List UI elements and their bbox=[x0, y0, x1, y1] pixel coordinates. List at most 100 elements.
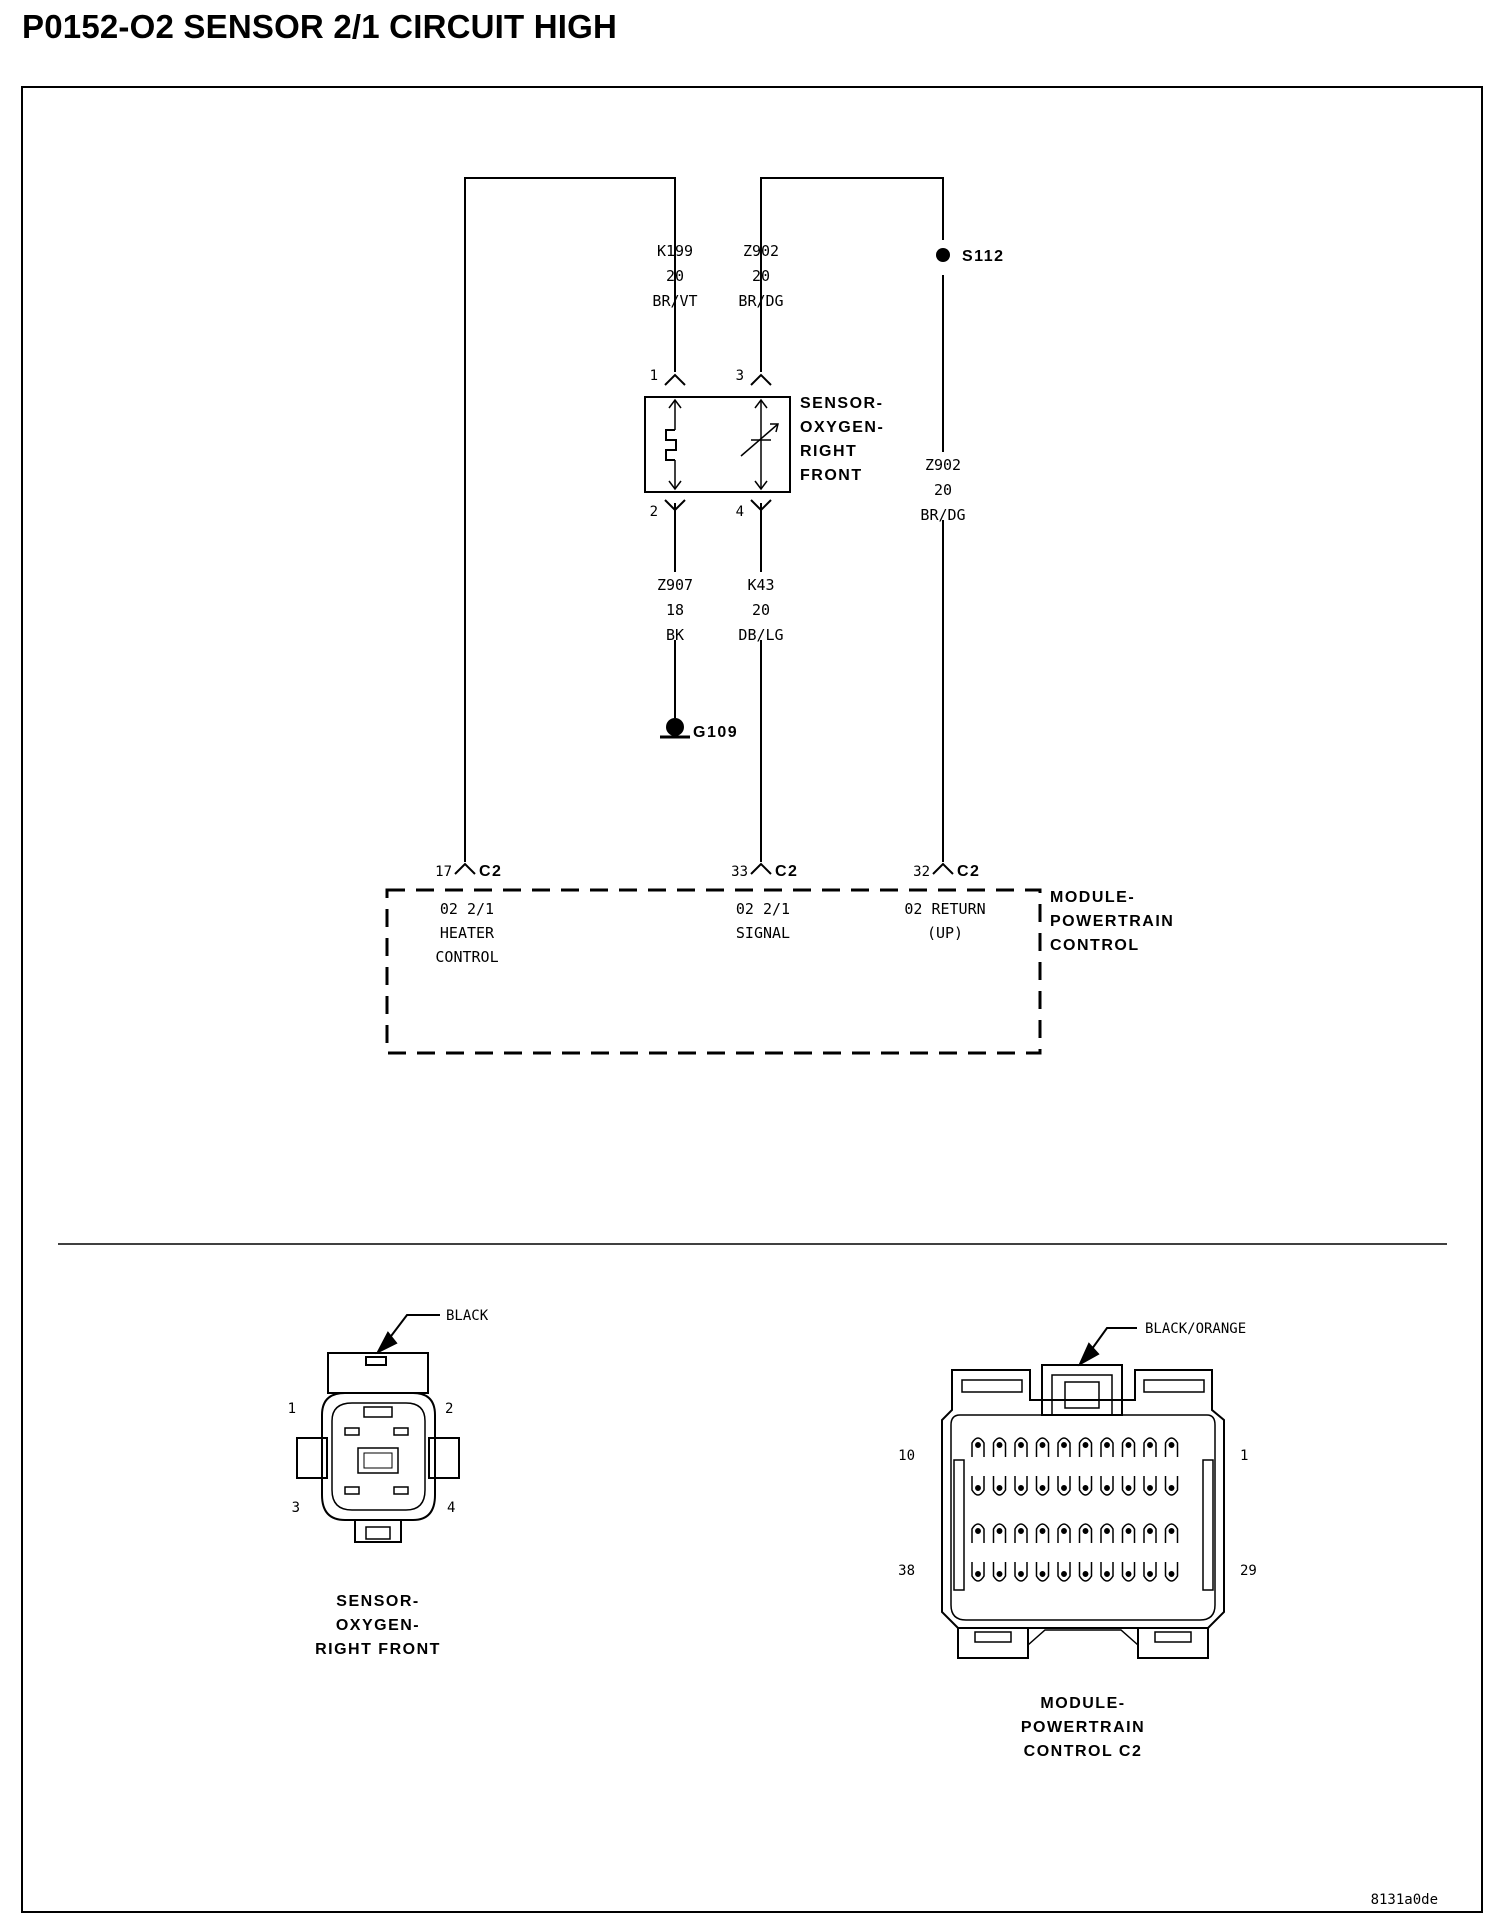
terminal-pin-icon bbox=[1104, 1571, 1110, 1577]
svg-text:BK: BK bbox=[666, 626, 684, 644]
terminal-cavity-icon bbox=[1078, 1476, 1093, 1496]
terminal-pin-icon bbox=[1039, 1442, 1046, 1448]
svg-text:OXYGEN-: OXYGEN- bbox=[336, 1617, 420, 1634]
terminal-cavity-icon bbox=[1057, 1437, 1071, 1457]
svg-text:Z907: Z907 bbox=[657, 576, 693, 594]
ground-g109-icon: G109 bbox=[660, 718, 738, 741]
svg-text:32: 32 bbox=[913, 864, 930, 880]
terminal-cavity-icon bbox=[1121, 1437, 1136, 1457]
terminal-pin-icon bbox=[975, 1571, 981, 1577]
terminal-cavity-icon bbox=[1100, 1476, 1114, 1496]
svg-text:1: 1 bbox=[1240, 1448, 1248, 1464]
svg-text:3: 3 bbox=[736, 368, 744, 384]
terminal-cavity-icon bbox=[1164, 1562, 1179, 1582]
wire-z902-sensor bbox=[760, 177, 944, 372]
terminal-pin-icon bbox=[1082, 1571, 1089, 1577]
wire-label-k199: K199 20 BR/VT bbox=[652, 242, 697, 310]
terminal-pin-icon bbox=[996, 1528, 1003, 1534]
svg-text:10: 10 bbox=[898, 1448, 915, 1464]
terminal-cavity-icon bbox=[1078, 1437, 1093, 1457]
terminal-cavity-icon bbox=[1014, 1476, 1028, 1496]
terminal-pin-icon bbox=[1125, 1528, 1132, 1534]
terminal-cavity-icon bbox=[971, 1523, 985, 1543]
svg-text:CONTROL C2: CONTROL C2 bbox=[1024, 1743, 1143, 1760]
terminal-cavity-icon bbox=[1035, 1523, 1050, 1543]
terminal-pin-icon bbox=[1082, 1528, 1089, 1534]
svg-text:02 2/1: 02 2/1 bbox=[736, 900, 790, 918]
svg-text:SENSOR-: SENSOR- bbox=[336, 1593, 419, 1610]
terminal-pin-icon bbox=[1061, 1528, 1067, 1534]
terminal-cavity-icon bbox=[1078, 1562, 1093, 1582]
terminal-cavity-icon bbox=[1057, 1562, 1071, 1582]
svg-text:BR/DG: BR/DG bbox=[738, 292, 783, 310]
svg-text:FRONT: FRONT bbox=[800, 467, 863, 484]
svg-text:CONTROL: CONTROL bbox=[435, 948, 498, 966]
powertrain-control-module: 17 C2 33 C2 32 C2 02 2/1 HEATER CONTROL … bbox=[385, 862, 1173, 1055]
terminal-pin-icon bbox=[996, 1442, 1003, 1448]
terminal-cavity-icon bbox=[1078, 1523, 1093, 1543]
terminal-cavity-icon bbox=[1014, 1437, 1028, 1457]
terminal-pin-icon bbox=[1147, 1442, 1153, 1448]
svg-text:17: 17 bbox=[435, 864, 452, 880]
terminal-pin-icon bbox=[975, 1442, 981, 1448]
svg-text:BR/VT: BR/VT bbox=[652, 292, 697, 310]
terminal-pin-icon bbox=[1039, 1571, 1046, 1577]
svg-text:K199: K199 bbox=[657, 242, 693, 260]
terminal-pin-icon bbox=[1168, 1528, 1175, 1534]
svg-text:RIGHT: RIGHT bbox=[800, 443, 857, 460]
pcm-c2-connector-view: BLACK/ORANGE 10 1 38 29 MODULE- POWERTRA… bbox=[898, 1321, 1257, 1760]
svg-text:02 2/1: 02 2/1 bbox=[440, 900, 494, 918]
sensor-connector-view: BLACK 1 2 3 4 SENSOR- OXYGEN- RIGHT FRON… bbox=[288, 1308, 489, 1658]
svg-text:20: 20 bbox=[752, 267, 770, 285]
diagram-frame bbox=[21, 86, 1483, 1913]
terminal-pin-icon bbox=[1168, 1571, 1175, 1577]
splice-s112: S112 bbox=[936, 248, 1004, 265]
svg-text:HEATER: HEATER bbox=[440, 924, 495, 942]
svg-text:C2: C2 bbox=[775, 863, 798, 880]
wire-label-k43: K43 20 DB/LG bbox=[735, 572, 787, 644]
terminal-pin-icon bbox=[1168, 1485, 1175, 1491]
svg-text:20: 20 bbox=[752, 601, 770, 619]
terminal-cavity-icon bbox=[1143, 1523, 1157, 1543]
terminal-pin-icon bbox=[1147, 1571, 1153, 1577]
terminal-cavity-icon bbox=[971, 1437, 985, 1457]
svg-text:29: 29 bbox=[1240, 1563, 1257, 1579]
svg-text:K43: K43 bbox=[747, 576, 774, 594]
terminal-pin-icon bbox=[1104, 1442, 1110, 1448]
terminal-cavity-icon bbox=[1035, 1476, 1050, 1496]
svg-text:S112: S112 bbox=[962, 248, 1004, 265]
svg-text:G109: G109 bbox=[693, 724, 738, 741]
svg-text:C2: C2 bbox=[479, 863, 502, 880]
terminal-cavity-icon bbox=[1100, 1437, 1114, 1457]
terminal-cavity-icon bbox=[1100, 1562, 1114, 1582]
terminal-pin-icon bbox=[1039, 1528, 1046, 1534]
terminal-cavity-icon bbox=[971, 1562, 985, 1582]
terminal-cavity-icon bbox=[1100, 1523, 1114, 1543]
svg-text:BR/DG: BR/DG bbox=[920, 506, 965, 524]
terminal-pin-icon bbox=[1082, 1442, 1089, 1448]
wire-label-z907: Z907 18 BK bbox=[650, 572, 700, 644]
terminal-pin-icon bbox=[996, 1485, 1003, 1491]
terminal-cavity-icon bbox=[1014, 1562, 1028, 1582]
terminal-pin-icon bbox=[1018, 1571, 1024, 1577]
terminal-pin-icon bbox=[1018, 1442, 1024, 1448]
terminal-cavity-icon bbox=[992, 1562, 1007, 1582]
svg-text:38: 38 bbox=[898, 1563, 915, 1579]
svg-text:SIGNAL: SIGNAL bbox=[736, 924, 790, 942]
svg-text:3: 3 bbox=[292, 1500, 300, 1516]
svg-text:18: 18 bbox=[666, 601, 684, 619]
terminal-cavity-icon bbox=[1143, 1476, 1157, 1496]
page-title: P0152-O2 SENSOR 2/1 CIRCUIT HIGH bbox=[22, 8, 618, 45]
svg-text:BLACK/ORANGE: BLACK/ORANGE bbox=[1145, 1321, 1246, 1337]
svg-text:02 RETURN: 02 RETURN bbox=[904, 900, 985, 918]
oxygen-sensor-symbol: 1 3 2 4 SENSOR- OXYGEN- RIGHT FRONT bbox=[644, 368, 883, 520]
terminal-pin-icon bbox=[975, 1528, 981, 1534]
svg-text:4: 4 bbox=[447, 1500, 455, 1516]
terminal-pin-icon bbox=[1018, 1485, 1024, 1491]
terminal-cavity-icon bbox=[1057, 1523, 1071, 1543]
terminal-pin-icon bbox=[1147, 1485, 1153, 1491]
terminal-cavity-icon bbox=[1014, 1523, 1028, 1543]
svg-text:2: 2 bbox=[650, 504, 658, 520]
terminal-cavity-icon bbox=[1121, 1562, 1136, 1582]
svg-text:33: 33 bbox=[731, 864, 748, 880]
